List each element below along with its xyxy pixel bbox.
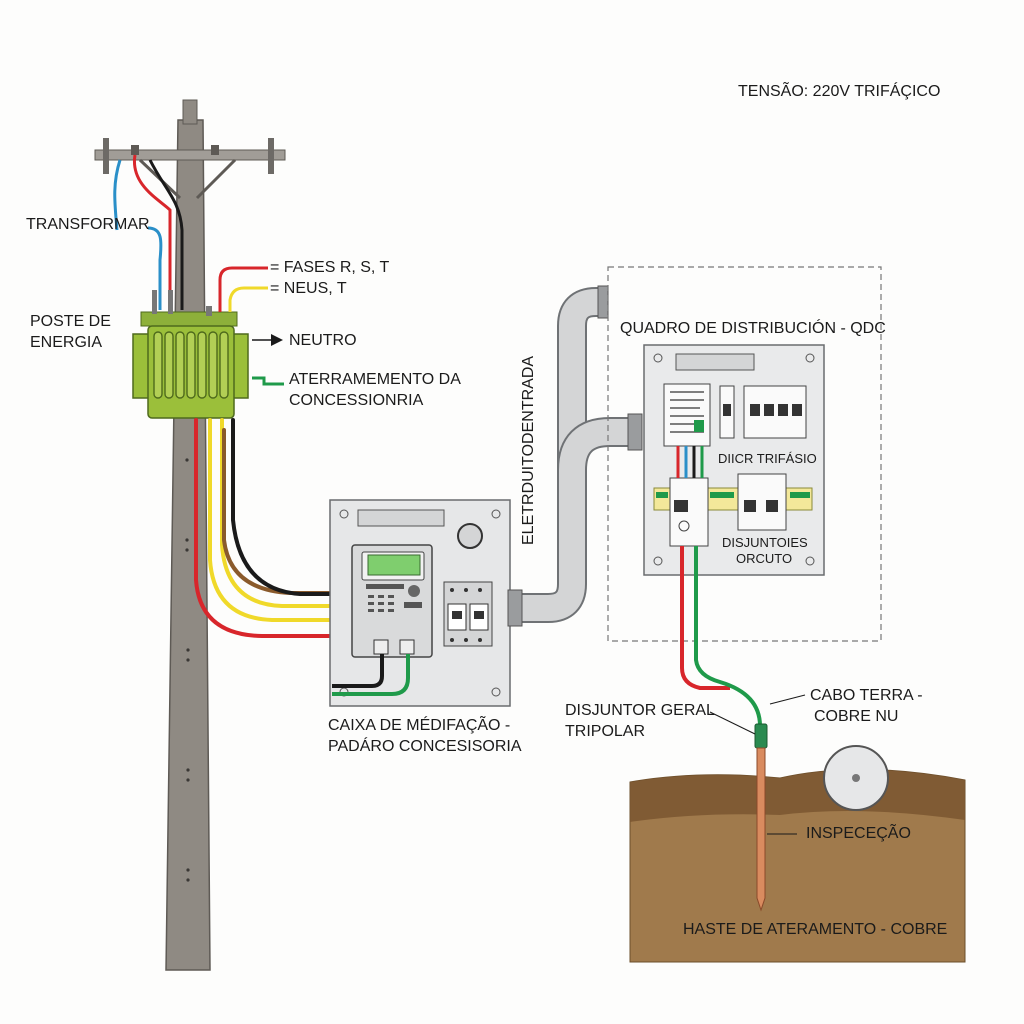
soil-ground xyxy=(629,769,966,963)
ground-cable-label-line1: CABO TERRA - xyxy=(810,687,923,704)
inspection-box xyxy=(823,745,889,811)
overhead-wires xyxy=(113,154,184,310)
distribution-board xyxy=(607,266,882,642)
ground-cables xyxy=(680,546,762,727)
tension-label: TENSÃO: 220V TRIFÁÇICO xyxy=(738,83,941,100)
phases-label: = FASES R, S, T xyxy=(270,259,390,276)
phase-label-wires xyxy=(218,266,268,312)
grounding-label-line2: CONCESSIONRIA xyxy=(289,392,424,409)
grounding-label-line1: ATERRAMEMENTO DA xyxy=(289,371,461,388)
qdc-inner-label-2-line2: ORCUTO xyxy=(736,551,793,566)
conduit xyxy=(507,285,643,627)
leader-lines xyxy=(709,694,806,835)
transformer xyxy=(132,290,249,419)
meter-box xyxy=(329,499,511,707)
conduit-label: ELETRDUITODENTRADA xyxy=(520,355,537,545)
neus-label: = NEUS, T xyxy=(270,280,347,297)
qdc-inner-label-2-line1: DISJUNTOIES xyxy=(722,535,808,550)
transformer-label: TRANSFORMAR xyxy=(26,216,150,233)
pole-label-line1: POSTE DE xyxy=(30,313,111,330)
qdc-title: QUADRO DE DISTRIBUCIÓN - QDC xyxy=(620,320,886,337)
ground-rod-label: HASTE DE ATERAMENTO - COBRE xyxy=(683,921,948,938)
main-breaker-label-line2: TRIPOLAR xyxy=(565,723,646,740)
utility-pole xyxy=(165,99,211,971)
meter-box-label-line2: PADÁRO CONCESISORIA xyxy=(328,738,522,755)
ground-cable-label-line2: COBRE NU xyxy=(814,708,899,725)
inspection-label: INSPECEÇÃO xyxy=(806,825,911,842)
neutral-label: NEUTRO xyxy=(289,332,357,349)
meter-box-label-line1: CAIXA DE MÉDIFAÇÃO - xyxy=(328,717,511,734)
main-breaker-label-line1: DISJUNTOR GERAL xyxy=(565,702,715,719)
pole-label-line2: ENERGIA xyxy=(30,334,103,351)
qdc-inner-label-1: DIICR TRIFÁSIO xyxy=(718,451,817,466)
service-entrance-wires xyxy=(194,418,342,638)
grounding-rod xyxy=(754,723,768,912)
grounding-marker xyxy=(252,376,284,386)
